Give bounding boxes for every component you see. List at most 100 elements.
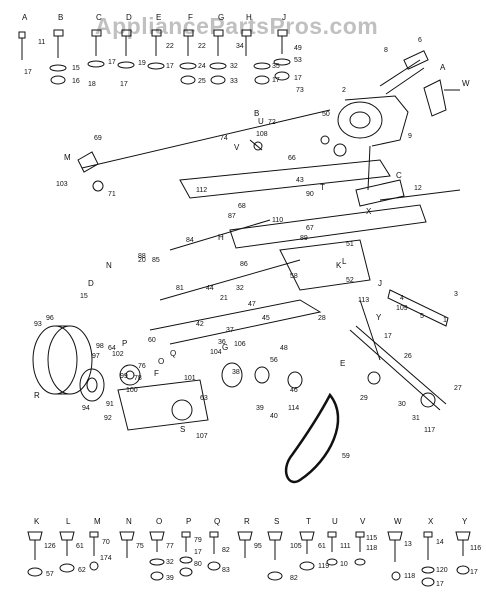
- wheel-assembly: [32, 325, 303, 431]
- fastener-col-N: N 75: [119, 517, 144, 558]
- callout-label: B: [58, 13, 63, 22]
- callout-label: B: [254, 109, 259, 118]
- fastener-col-K: K 126 57: [27, 517, 56, 578]
- callout-label: 38: [232, 369, 240, 376]
- callout-label: 45: [262, 315, 270, 322]
- fastener-col-G: G 32 33: [209, 13, 238, 85]
- frame-brackets: [149, 139, 461, 345]
- callout-label: 80: [194, 561, 202, 568]
- callout-label: 39: [166, 575, 174, 582]
- callout-label: 113: [358, 297, 369, 304]
- callout-label: 11: [38, 39, 45, 46]
- callout-label: 174: [100, 555, 112, 562]
- callout-label: 68: [238, 203, 246, 210]
- callout-label: R: [244, 517, 250, 526]
- callout-label: 3: [454, 291, 458, 298]
- callout-label: 126: [44, 543, 56, 550]
- callout-label: 49: [294, 45, 302, 52]
- callout-label: 59: [342, 453, 350, 460]
- fastener-col-C: C 17 18: [87, 13, 116, 88]
- callout-label: 89: [300, 235, 308, 242]
- callout-label: K: [336, 261, 342, 270]
- callout-label: P: [122, 339, 127, 348]
- callout-label: 26: [404, 353, 412, 360]
- callout-label: 12: [414, 185, 422, 192]
- callout-label: 82: [290, 575, 298, 582]
- callout-label: 34: [236, 43, 244, 50]
- drive-belt: [284, 392, 340, 484]
- callout-label: Y: [462, 517, 468, 526]
- transaxle-assembly: [320, 50, 460, 207]
- callout-label: 17: [384, 333, 392, 340]
- callout-label: V: [234, 143, 240, 152]
- callout-label: 103: [56, 181, 68, 188]
- callout-label: 33: [230, 78, 238, 85]
- callout-label: 94: [82, 405, 90, 412]
- callout-label: 91: [106, 401, 114, 408]
- callout-label: 96: [46, 315, 54, 322]
- callout-label: 44: [206, 285, 214, 292]
- callout-label: 101: [184, 375, 196, 382]
- callout-label: 47: [248, 301, 256, 308]
- callout-label: 5: [420, 313, 424, 320]
- callout-label: 56: [270, 357, 278, 364]
- callout-label: 107: [196, 433, 208, 440]
- callout-label: V: [360, 517, 366, 526]
- callout-label: X: [428, 517, 434, 526]
- callout-label: 63: [200, 395, 208, 402]
- callout-label: 85: [152, 257, 160, 264]
- callout-label: 69: [94, 135, 102, 142]
- col-label: A: [22, 13, 28, 22]
- callout-label: E: [156, 13, 161, 22]
- callout-label: 83: [222, 567, 230, 574]
- callout-labels: 1 2 3 4 5 6 8 9 12 15 17 20 21 26 27 28 …: [34, 37, 462, 460]
- fastener-col-Y: Y 116 17: [455, 517, 481, 576]
- callout-label: 115: [366, 535, 377, 542]
- callout-label: 6: [418, 37, 422, 44]
- callout-label: 87: [228, 213, 236, 220]
- fastener-col-M: M 70 174: [89, 517, 112, 571]
- callout-label: 25: [198, 78, 206, 85]
- callout-label: 36: [218, 339, 226, 346]
- callout-label: 117: [424, 427, 435, 434]
- callout-label: 8: [384, 47, 388, 54]
- callout-label: D: [126, 13, 132, 22]
- fastener-col-W: W 13 118: [387, 517, 415, 581]
- callout-label: 51: [346, 241, 354, 248]
- callout-label: 46: [290, 387, 298, 394]
- callout-label: 19: [138, 60, 146, 67]
- fastener-col-L: L 61 62: [59, 517, 86, 574]
- fastener-col-J: J 53 49 17: [273, 13, 302, 82]
- fastener-col-A: A 11 17: [18, 13, 45, 76]
- callout-label: 20: [138, 257, 146, 264]
- callout-label: 43: [296, 177, 304, 184]
- callout-label: 17: [24, 69, 32, 76]
- callout-label: U: [258, 117, 264, 126]
- callout-label: 22: [166, 43, 174, 50]
- callout-label: H: [246, 13, 252, 22]
- callout-label: 42: [196, 321, 204, 328]
- callout-label: 61: [318, 543, 326, 550]
- callout-label: L: [66, 517, 71, 526]
- fastener-col-Q: Q 82 83: [207, 517, 230, 574]
- callout-label: N: [126, 517, 132, 526]
- callout-label: G: [222, 343, 228, 352]
- callout-label: X: [366, 207, 372, 216]
- callout-label: 40: [270, 413, 278, 420]
- rear-linkage: [349, 289, 449, 411]
- callout-label: 74: [220, 135, 228, 142]
- callout-label: 17: [294, 75, 302, 82]
- callout-label: 66: [288, 155, 296, 162]
- top-fastener-row: A 11 17 B 15 16 C 17 18 D 19 17: [18, 13, 302, 88]
- callout-label: 108: [256, 131, 268, 138]
- fastener-col-U: U 111 10: [326, 517, 351, 568]
- callout-label: 31: [412, 415, 420, 422]
- callout-label: 119: [318, 563, 329, 570]
- callout-label: 57: [46, 571, 54, 578]
- shift-rod: [77, 109, 331, 192]
- callout-label: 112: [196, 187, 207, 194]
- callout-label: M: [64, 153, 71, 162]
- callout-label: 81: [176, 285, 184, 292]
- fastener-col-P: P 79 17 80: [179, 517, 202, 577]
